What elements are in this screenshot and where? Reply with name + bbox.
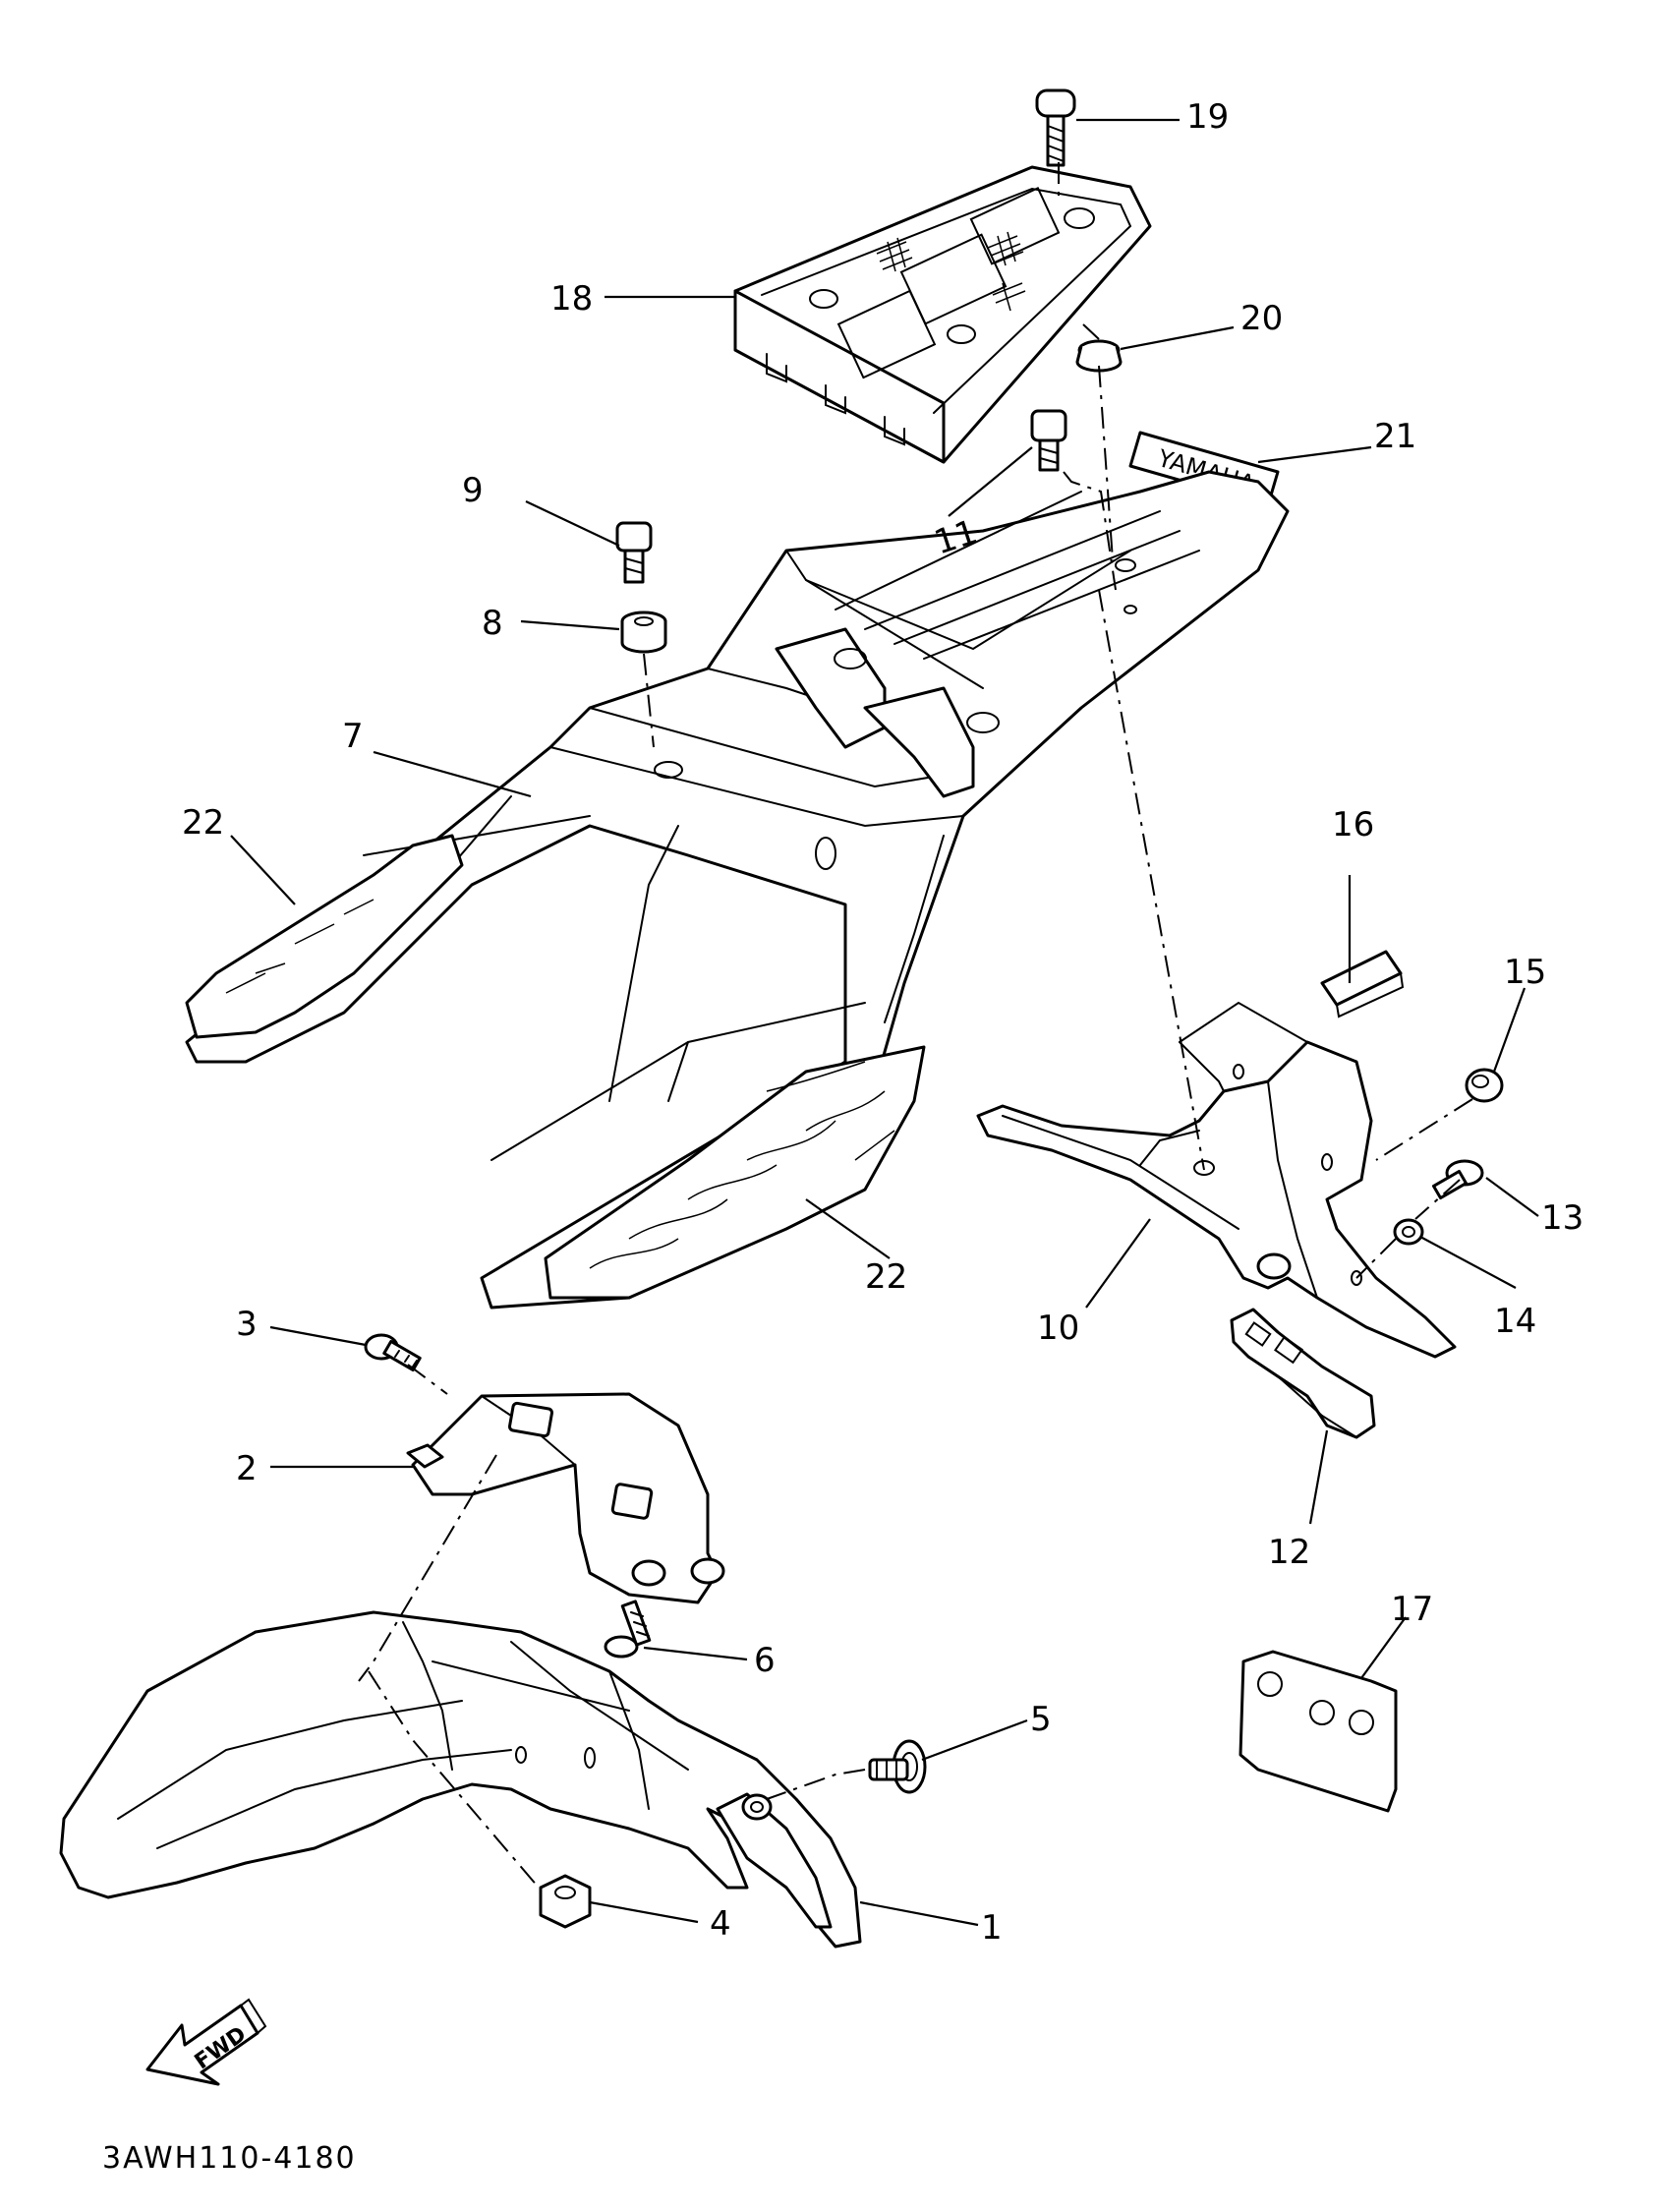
part-10-rear-flap xyxy=(976,1001,1457,1359)
callout-7: 7 xyxy=(342,717,364,756)
assembly-lines xyxy=(358,162,1473,1889)
part-22-decal-right xyxy=(544,1045,926,1300)
callout-8: 8 xyxy=(482,604,503,643)
callout-21: 21 xyxy=(1374,417,1416,456)
callout-labels: 1 2 3 4 5 6 7 8 9 10 11 12 13 14 15 16 1… xyxy=(182,97,1584,1948)
callout-1: 1 xyxy=(981,1908,1003,1948)
part-9-bolt xyxy=(615,521,653,584)
callout-10: 10 xyxy=(1037,1309,1079,1348)
part-5-grommet xyxy=(868,1739,927,1794)
part-4-nut xyxy=(539,1874,592,1929)
callout-18: 18 xyxy=(550,279,593,319)
part-3-screw xyxy=(364,1333,422,1372)
callout-13: 13 xyxy=(1541,1198,1584,1238)
part-7-tail-cowl xyxy=(185,470,1290,1310)
callout-9: 9 xyxy=(462,471,484,510)
callout-22-right: 22 xyxy=(865,1257,907,1297)
callout-4: 4 xyxy=(710,1904,731,1944)
callout-16: 16 xyxy=(1332,805,1374,844)
callout-5: 5 xyxy=(1030,1700,1052,1739)
callout-6: 6 xyxy=(754,1641,776,1680)
callout-12: 12 xyxy=(1268,1533,1310,1572)
part-12-bracket xyxy=(1230,1308,1376,1439)
callout-20: 20 xyxy=(1240,299,1283,338)
part-19-bolt xyxy=(1035,88,1076,167)
callout-14: 14 xyxy=(1494,1302,1536,1341)
part-8-damper xyxy=(620,611,667,654)
diagram-code: 3AWH110-4180 xyxy=(102,2141,357,2176)
part-11-bolt xyxy=(1030,409,1067,472)
part-17-plate xyxy=(1239,1650,1398,1813)
callout-19: 19 xyxy=(1186,97,1229,137)
callout-22-left: 22 xyxy=(182,803,224,843)
part-2-stay xyxy=(406,1392,725,1604)
part-20-collar xyxy=(1075,339,1123,373)
part-15-nut xyxy=(1465,1068,1504,1103)
leader-lines xyxy=(230,118,1539,1927)
callout-15: 15 xyxy=(1504,953,1546,992)
part-6-screw xyxy=(604,1600,652,1659)
part-16-reflector xyxy=(1320,950,1405,1019)
part-1-front-fender xyxy=(59,1610,862,1949)
part-18-carrier-rack xyxy=(733,165,1152,464)
part-14-washer xyxy=(1393,1218,1424,1246)
callout-3: 3 xyxy=(236,1305,258,1344)
callout-2: 2 xyxy=(236,1449,258,1488)
callout-17: 17 xyxy=(1391,1590,1433,1629)
part-13-screw xyxy=(1432,1159,1484,1200)
part-22-decal-left xyxy=(185,834,464,1039)
fwd-arrow-icon: FWD xyxy=(145,1998,267,2086)
